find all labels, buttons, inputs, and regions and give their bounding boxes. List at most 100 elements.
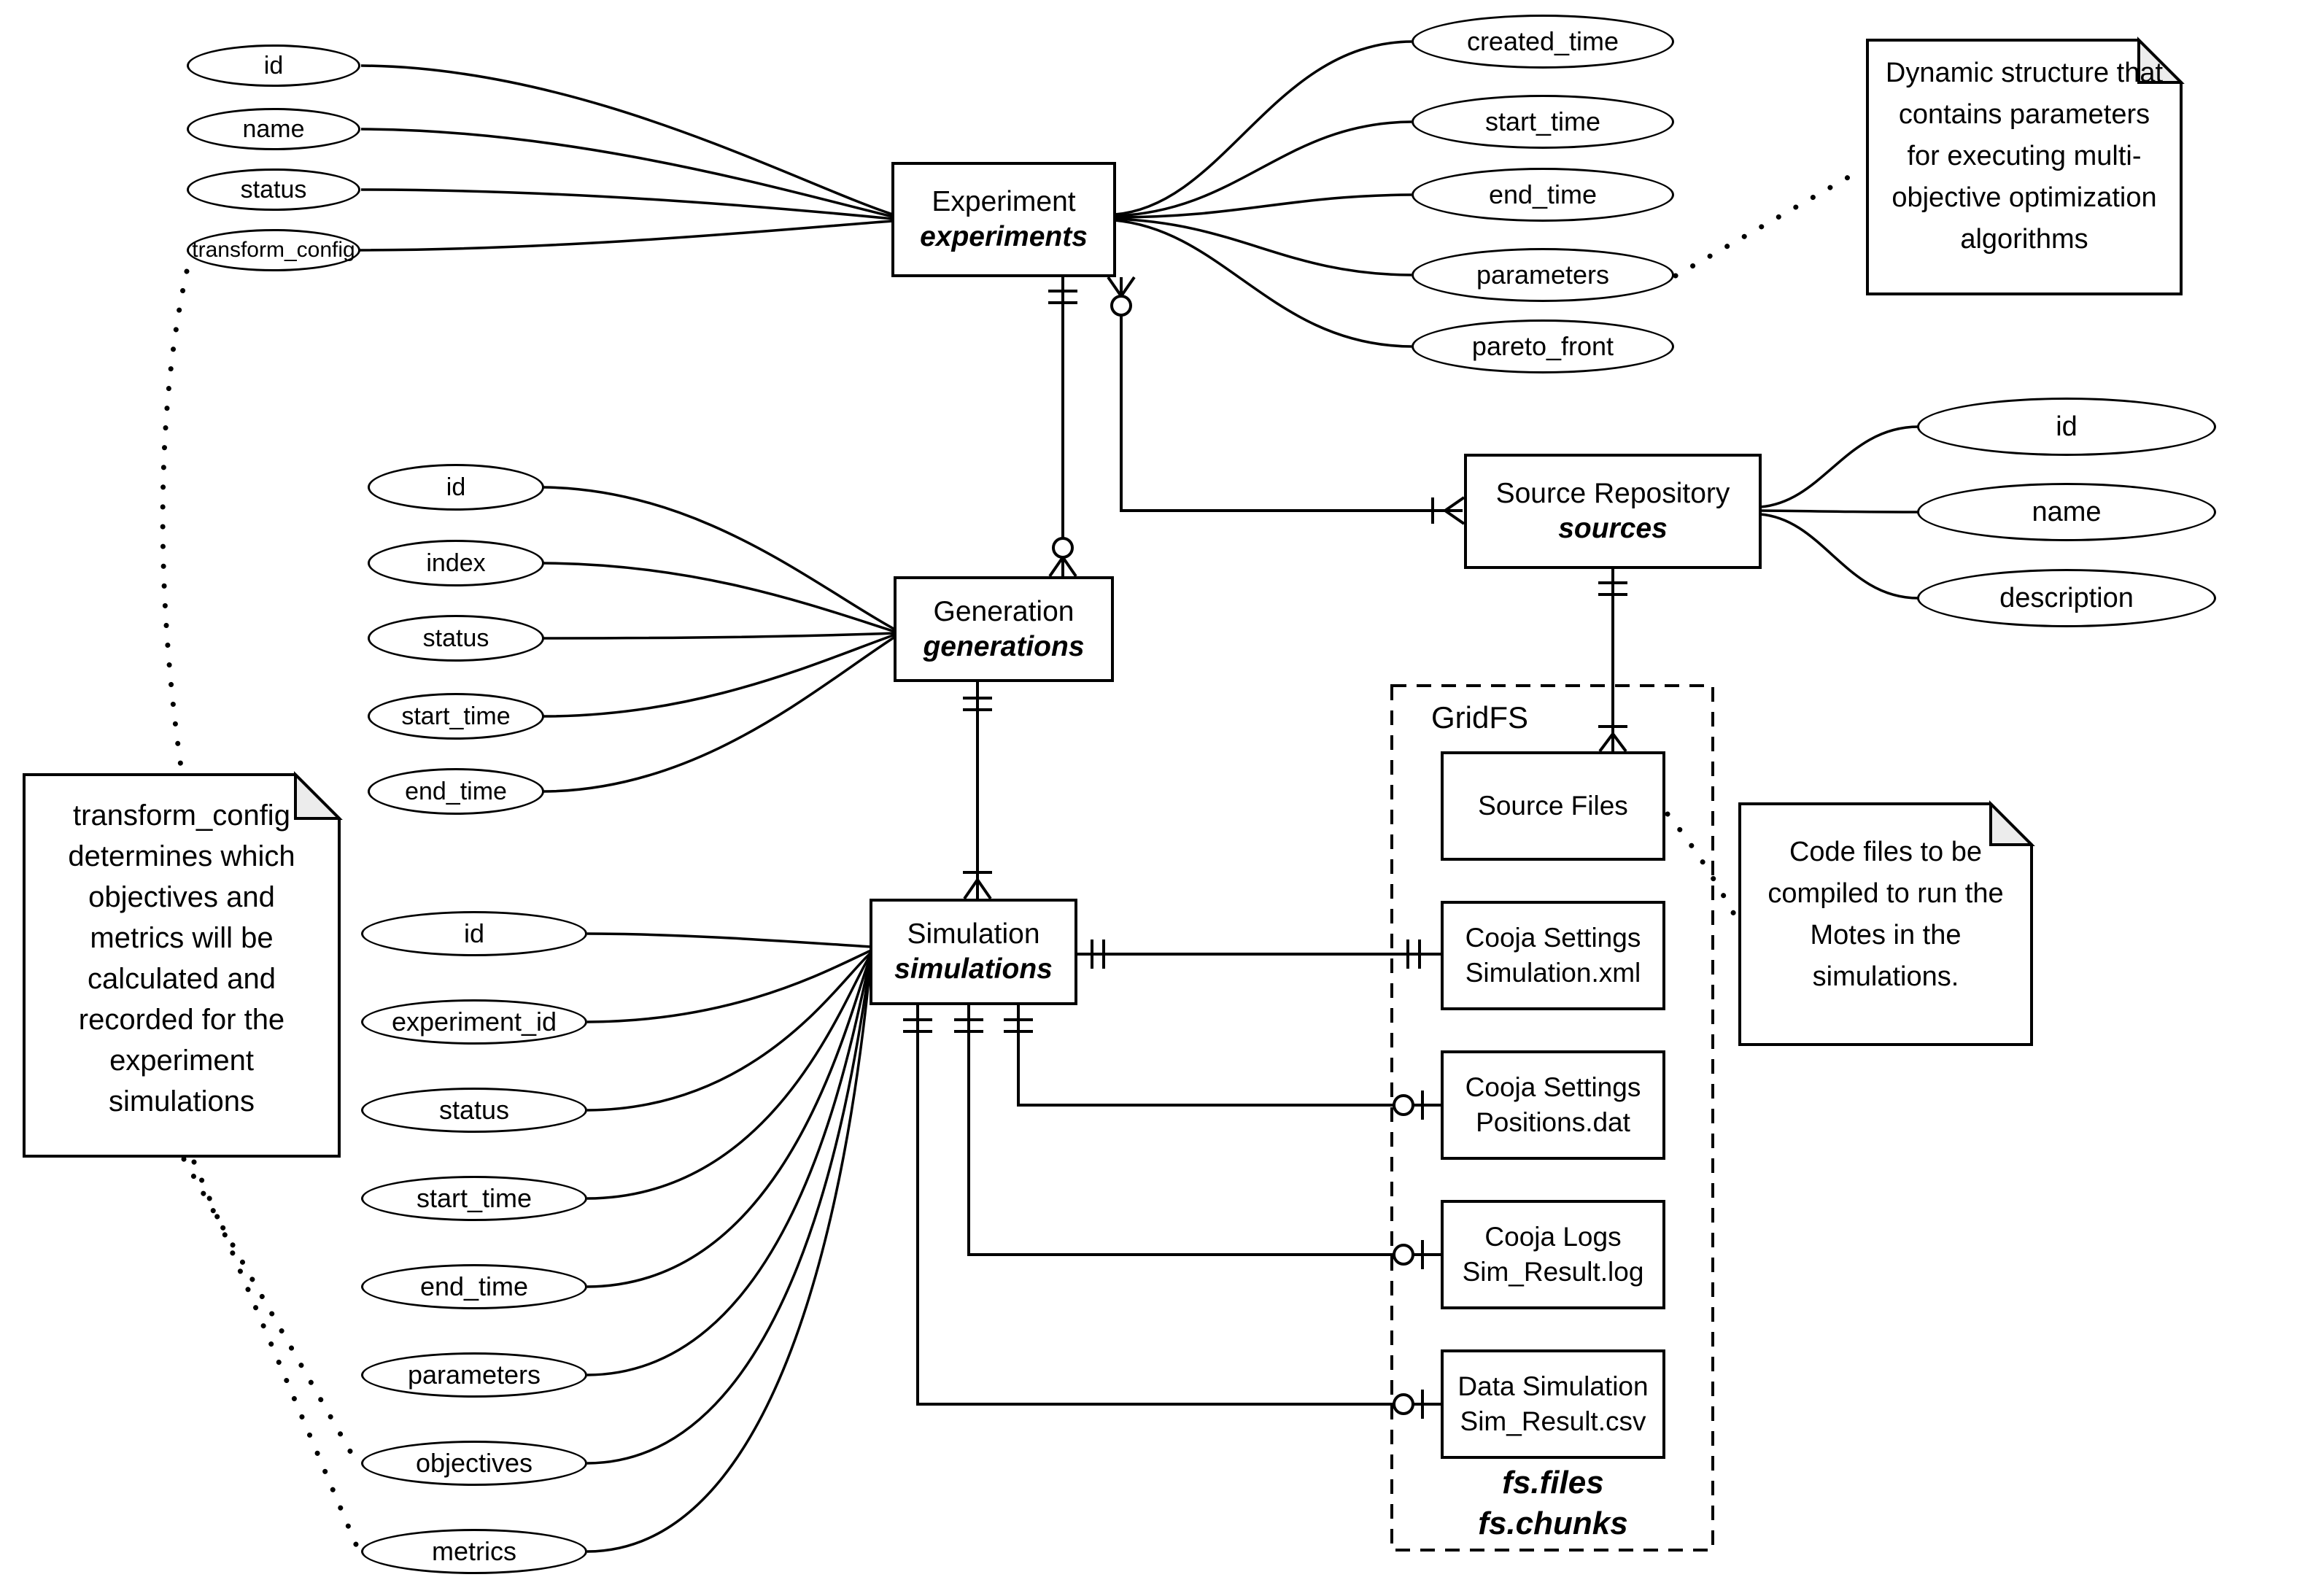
crow-foot-experiment <box>1107 276 1136 298</box>
tick-one-experiment <box>1048 290 1077 304</box>
note-fold-icon <box>2137 36 2185 84</box>
fan-generation-id <box>543 486 896 631</box>
crow-foot-generation <box>1048 556 1077 578</box>
attribute-ellipse-description: description <box>1917 569 2216 627</box>
fan-sources-name <box>1759 509 1919 514</box>
fan-experiment-status <box>360 188 894 220</box>
note-line: Code files to be <box>1789 837 1983 867</box>
file-label: Simulation.xml <box>1465 958 1641 988</box>
dotted-note-to-metrics <box>191 1159 360 1551</box>
note-line: simulations. <box>1812 961 1959 992</box>
note-line: simulations <box>108 1085 255 1117</box>
attribute-ellipse-status: status <box>368 615 544 662</box>
file-label: Sim_Result.log <box>1462 1257 1644 1287</box>
attribute-ellipse-id: id <box>187 44 360 87</box>
tick-one-simulation-right <box>1091 940 1105 969</box>
note-dotted-links <box>160 166 1865 1551</box>
note-fold-icon <box>1989 800 2035 846</box>
fan-simulation-start-time <box>586 953 872 1200</box>
note-line: Motes in the <box>1810 920 1962 950</box>
note-line: for executing multi- <box>1907 141 2142 171</box>
note-line: objective optimization <box>1892 182 2157 213</box>
gridfs-dashed-box <box>1390 684 1714 1552</box>
collection-label-fs-files: fs.files <box>1502 1465 1604 1500</box>
note-line: recorded for the <box>78 1004 285 1036</box>
fan-experiment-created-time <box>1114 40 1412 216</box>
line-simulation-coojalogs <box>967 1005 1394 1256</box>
fan-experiment-pareto-front <box>1114 219 1412 348</box>
attribute-ellipse-created-time: created_time <box>1412 15 1674 69</box>
note-line: calculated and <box>88 963 276 995</box>
line-experiment-sources <box>1120 315 1463 512</box>
fan-experiment-start-time <box>1114 120 1412 217</box>
tick-one-sim-c <box>903 1018 932 1033</box>
file-box-source-files: Source Files <box>1441 751 1665 861</box>
circle-zero-generation <box>1052 537 1074 559</box>
line-simulation-positionsdat <box>1017 1005 1394 1107</box>
attribute-ellipse-parameters: parameters <box>1412 248 1674 302</box>
entity-experiment: Experiment experiments <box>891 162 1116 277</box>
attribute-ellipse-start-time: start_time <box>1412 95 1674 149</box>
attribute-ellipse-objectives: objectives <box>361 1441 587 1486</box>
note-dynamic-structure-shape <box>1866 39 2183 295</box>
fan-generation-index <box>543 562 896 633</box>
entity-collection: generations <box>923 630 1085 662</box>
file-box-cooja-settings-positions-dat: Cooja Settings Positions.dat <box>1441 1050 1665 1160</box>
fan-generation-start-time <box>543 633 896 718</box>
crow-foot-sources <box>1444 496 1465 525</box>
attribute-ellipse-name: name <box>1917 483 2216 541</box>
attribute-ellipse-end-time: end_time <box>1412 168 1674 222</box>
file-label: Source Files <box>1478 791 1628 821</box>
fan-experiment-end-time <box>1114 193 1412 219</box>
attribute-ellipse-end-time: end_time <box>361 1264 587 1309</box>
tick-one-generation <box>963 697 992 711</box>
fan-experiment-name <box>360 128 894 218</box>
fan-simulation-parameters <box>586 956 872 1376</box>
file-label: Cooja Logs <box>1484 1222 1622 1252</box>
tick-one-sim-b <box>954 1018 983 1033</box>
fan-experiment-transform-config <box>359 220 894 252</box>
note-line: compiled to run the <box>1767 878 2004 909</box>
circle-zero-experiment <box>1110 295 1132 317</box>
note-line: objectives and <box>88 881 275 913</box>
collection-label-fs-chunks: fs.chunks <box>1478 1506 1628 1541</box>
circle-zero-datasim <box>1393 1393 1414 1415</box>
attribute-ellipse-parameters: parameters <box>361 1352 587 1398</box>
gridfs-label: GridFS <box>1431 700 1529 735</box>
entity-generation: Generation generations <box>894 576 1114 682</box>
note-line: transform_config <box>73 799 290 832</box>
circle-zero-coojalogs <box>1393 1244 1414 1266</box>
note-transform-config-shape <box>23 773 341 1158</box>
fan-simulation-id <box>586 932 872 948</box>
file-label: Sim_Result.csv <box>1460 1406 1646 1436</box>
attribute-ellipse-index: index <box>368 540 544 586</box>
line-simulation-datasim <box>916 1005 1394 1406</box>
fan-simulation-objectives <box>586 958 872 1465</box>
entity-title: Generation <box>933 595 1075 627</box>
fan-sources-id <box>1759 425 1919 508</box>
fan-generation-status <box>543 632 896 640</box>
dotted-note-to-objectives <box>181 1156 357 1462</box>
dotted-transform-config-to-note <box>160 268 190 775</box>
note-transform-config: transform_config determines which object… <box>24 795 339 1122</box>
entity-collection: sources <box>1558 513 1668 544</box>
fan-simulation-metrics <box>586 959 872 1553</box>
attribute-fan-lines <box>359 40 1919 1553</box>
fan-simulation-experiment-id <box>586 949 872 1023</box>
attribute-ellipse-name: name <box>187 108 360 150</box>
attribute-ellipse-pareto-front: pareto_front <box>1412 319 1674 373</box>
entity-simulation: Simulation simulations <box>870 899 1077 1005</box>
file-label: Cooja Settings <box>1465 923 1641 953</box>
attribute-ellipse-start-time: start_time <box>361 1176 587 1221</box>
tick-one-simulationxml <box>1406 940 1421 969</box>
relationship-lines <box>903 276 1627 1419</box>
attribute-ellipse-id: id <box>1917 398 2216 456</box>
circle-zero-positionsdat <box>1393 1094 1414 1116</box>
note-code-files: Code files to be compiled to run the Mot… <box>1740 832 2032 998</box>
file-label: Cooja Settings <box>1465 1072 1641 1102</box>
fan-simulation-end-time <box>586 955 872 1288</box>
attribute-ellipse-id: id <box>368 464 544 511</box>
entity-title: Source Repository <box>1495 478 1730 509</box>
